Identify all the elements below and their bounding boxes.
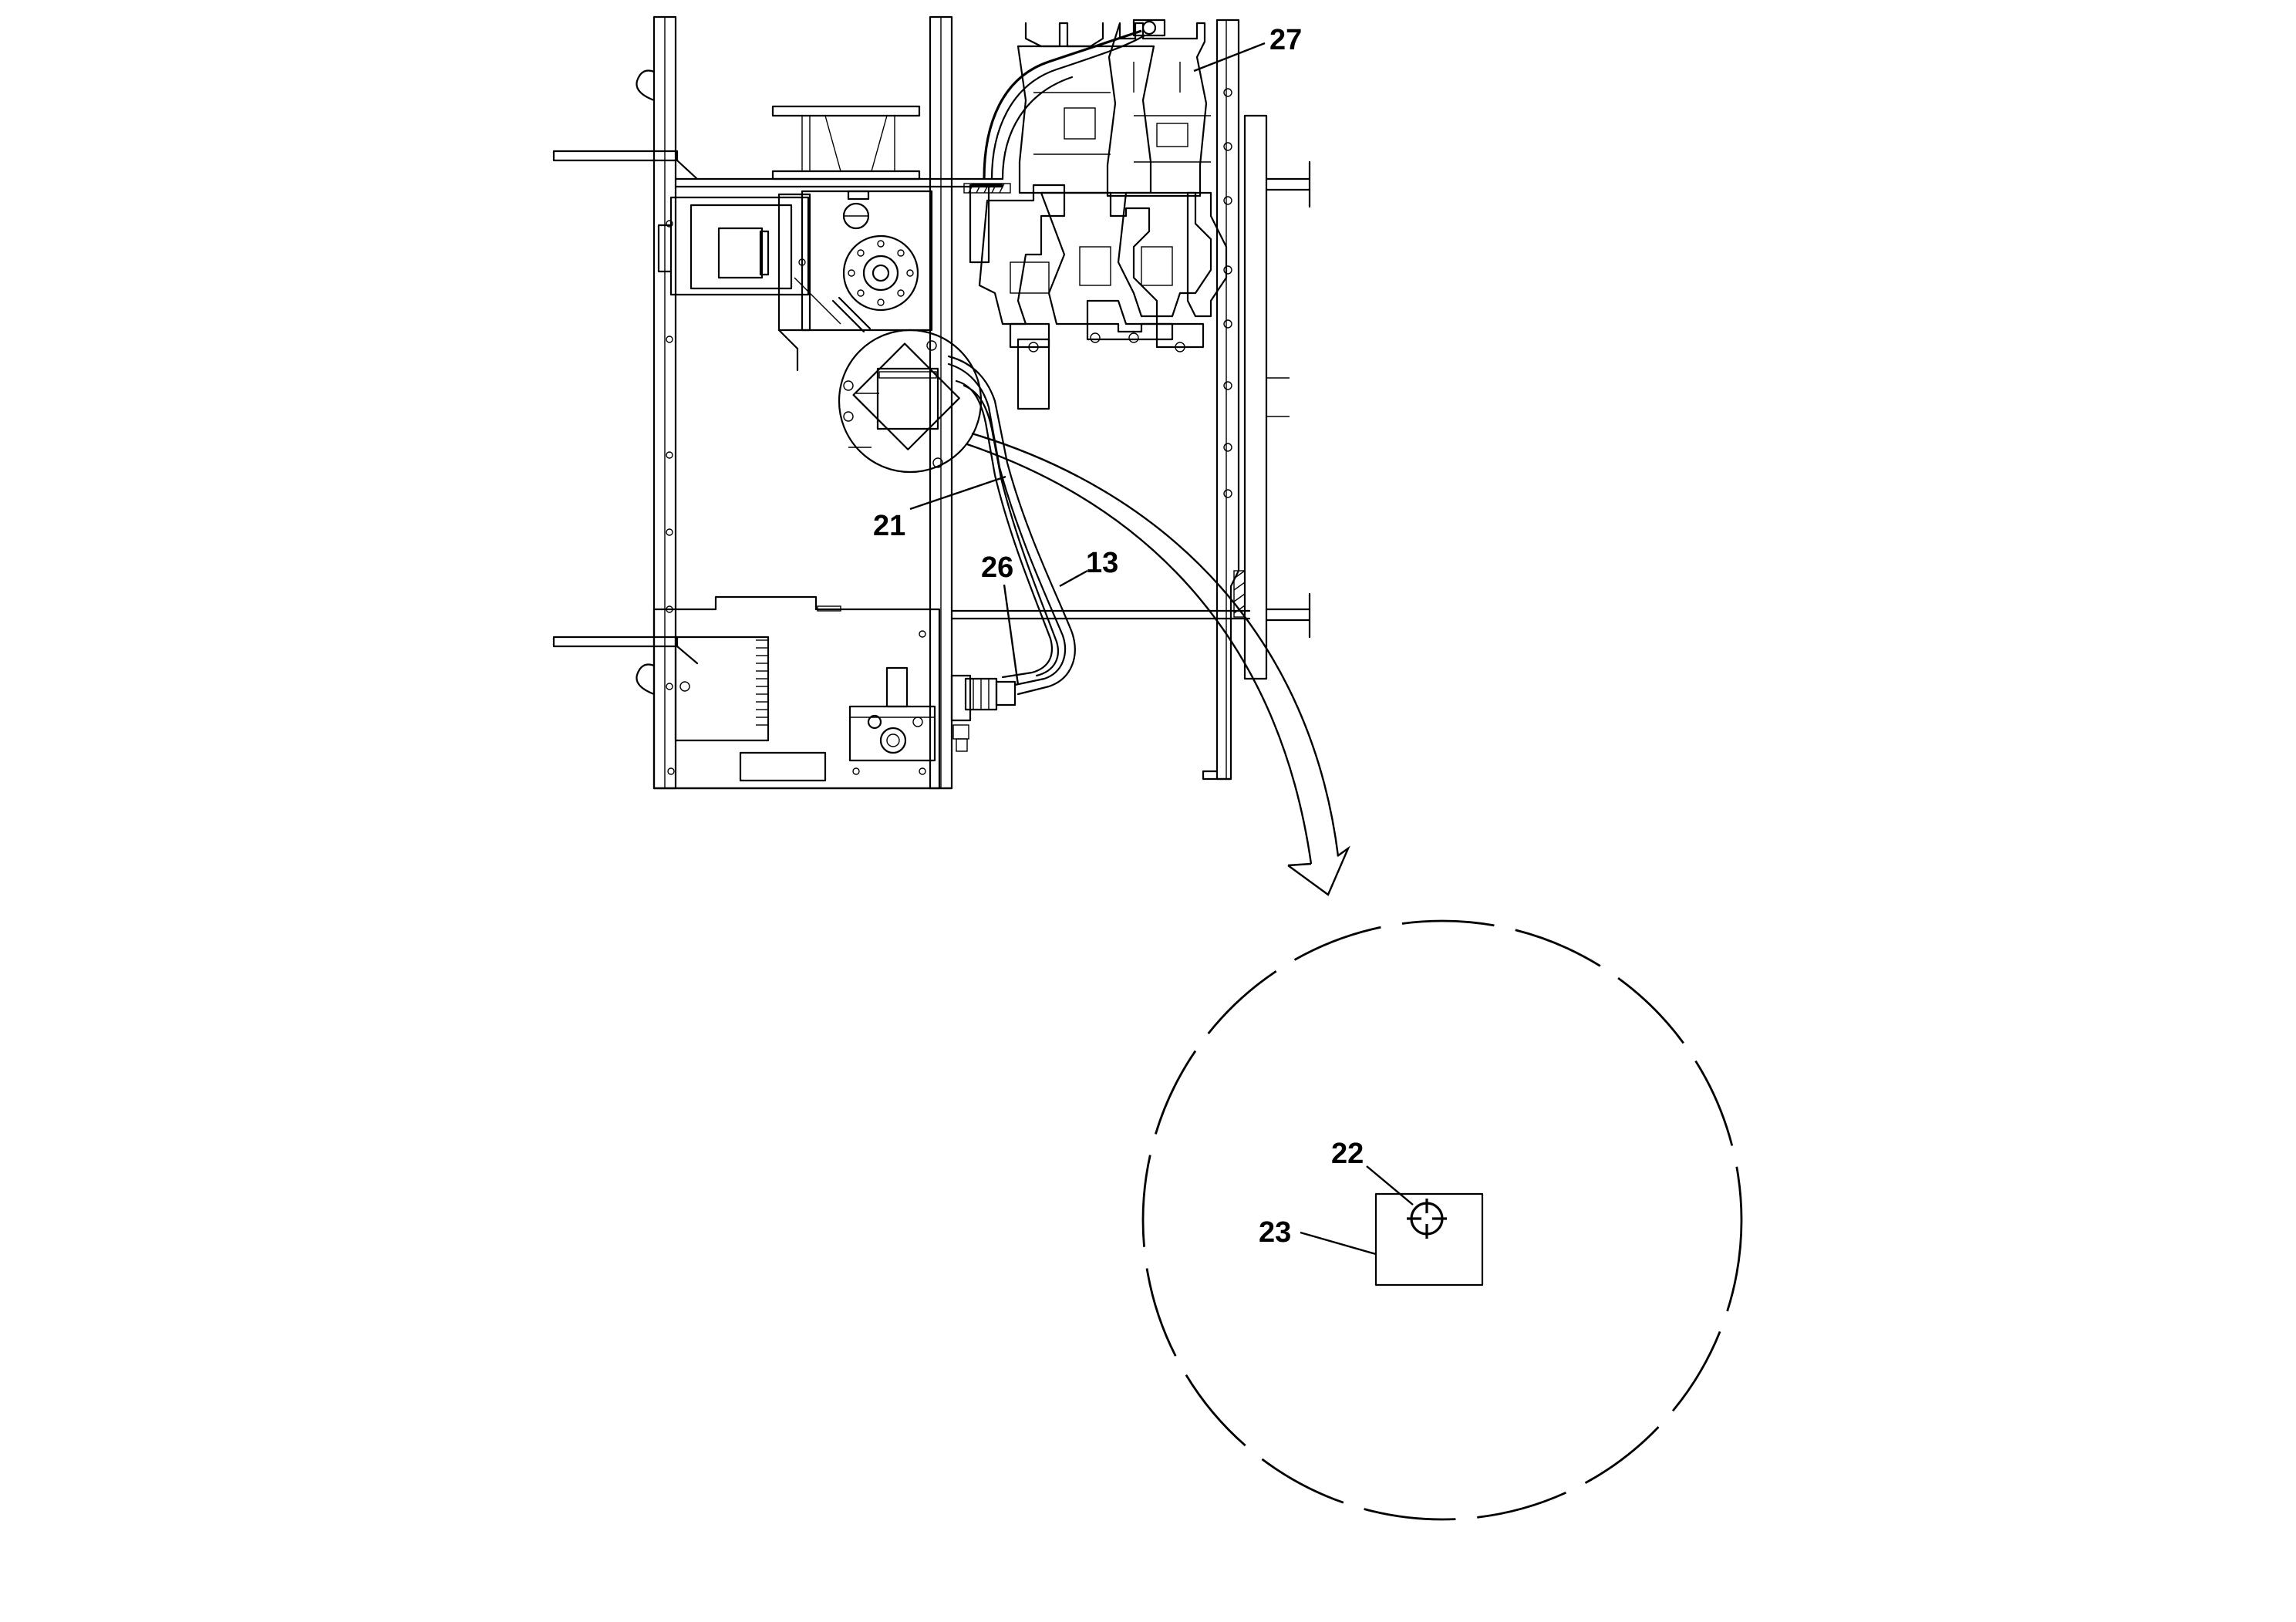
- motor-flange: [794, 190, 933, 333]
- callout-27: 27: [1269, 24, 1302, 56]
- fitting-symbol-icon: [1407, 1199, 1447, 1239]
- callout-23: 23: [1259, 1216, 1291, 1249]
- detail-reference-circle: [838, 329, 983, 474]
- callout-13: 13: [1086, 547, 1118, 579]
- lower-enclosure: [652, 595, 941, 790]
- center-frame: [652, 15, 1251, 790]
- pump-assembly: [969, 19, 1228, 410]
- control-box-unit: [657, 193, 811, 372]
- leader-lines: [909, 42, 1414, 1256]
- callout-labels: 27 21 26 13 22 23: [873, 24, 1364, 1249]
- right-frame: [1202, 19, 1311, 781]
- callout-22: 22: [1331, 1138, 1364, 1170]
- callout-21: 21: [873, 510, 905, 542]
- detail-arrow-icon: [966, 432, 1350, 896]
- top-mount-platform: [771, 105, 921, 180]
- upper-hoses: [963, 29, 1146, 194]
- detail-view: [1141, 919, 1743, 1521]
- callout-26: 26: [981, 551, 1013, 584]
- lower-hoses: [947, 355, 1076, 752]
